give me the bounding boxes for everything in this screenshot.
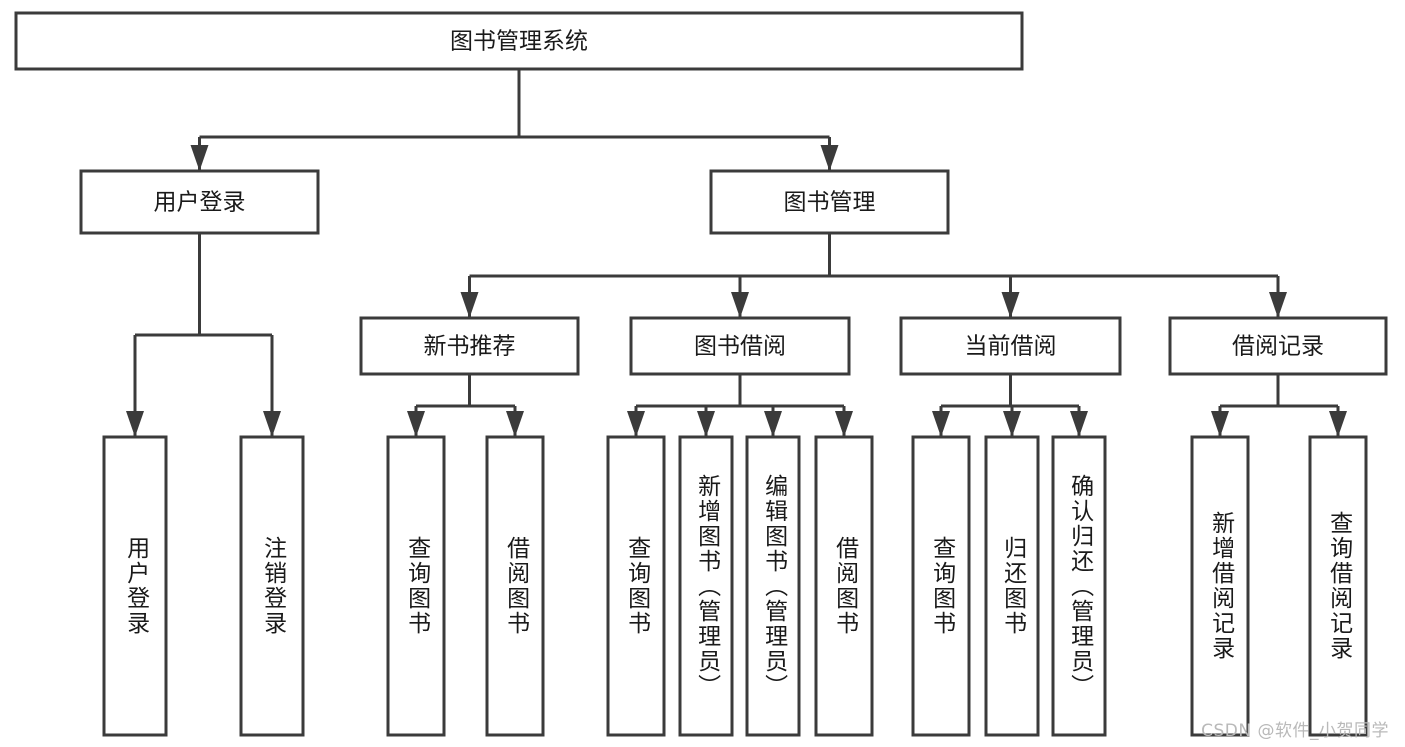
node-box-leaf-0	[102, 435, 168, 737]
node-box-level3-2	[899, 316, 1122, 376]
node-box-level3-3	[1168, 316, 1388, 376]
arrow-down-icon	[627, 411, 645, 437]
arrow-down-icon	[835, 411, 853, 437]
arrow-down-icon	[1329, 411, 1347, 437]
node-box-leaf-4	[606, 435, 666, 737]
node-box-leaf-1	[239, 435, 305, 737]
node-box-leaf-8	[911, 435, 971, 737]
node-box-leaf-5	[678, 435, 734, 737]
arrow-down-icon	[932, 411, 950, 437]
node-label-root: 图书管理系统	[450, 29, 588, 55]
watermark-text: CSDN @软件_小贺同学	[1201, 721, 1389, 741]
arrow-down-icon	[1070, 411, 1088, 437]
node-label-level3-1: 图书借阅	[694, 334, 786, 360]
arrow-down-icon	[697, 411, 715, 437]
arrow-down-icon	[460, 292, 479, 318]
arrow-down-icon	[263, 411, 281, 437]
node-box-leaf-11	[1190, 435, 1250, 737]
arrow-down-icon	[1269, 292, 1287, 318]
node-label-level2-0: 用户登录	[154, 190, 246, 216]
arrow-down-icon	[764, 411, 782, 437]
node-box-leaf-6	[745, 435, 801, 737]
arrow-down-icon	[731, 292, 749, 318]
node-box-leaf-3	[485, 435, 545, 737]
arrow-down-icon	[190, 145, 209, 171]
node-box-root	[14, 11, 1024, 71]
arrow-down-icon	[126, 411, 144, 437]
node-box-level2-0	[79, 169, 320, 235]
arrow-down-icon	[1211, 411, 1229, 437]
node-label-level3-3: 借阅记录	[1232, 334, 1324, 360]
arrow-down-icon	[820, 145, 839, 171]
node-label-level3-2: 当前借阅	[965, 334, 1057, 360]
node-box-leaf-2	[386, 435, 446, 737]
connectors-layer	[126, 69, 1347, 437]
node-box-leaf-12	[1308, 435, 1368, 737]
node-box-leaf-9	[984, 435, 1040, 737]
node-box-level3-1	[629, 316, 851, 376]
arrow-down-icon	[407, 411, 425, 437]
arrow-down-icon	[1001, 292, 1020, 318]
node-box-level3-0	[359, 316, 580, 376]
arrow-down-icon	[506, 411, 524, 437]
boxes-layer	[14, 11, 1388, 737]
node-box-leaf-7	[814, 435, 874, 737]
node-box-level2-1	[709, 169, 950, 235]
arrow-down-icon	[1003, 411, 1021, 437]
node-label-level2-1: 图书管理	[784, 190, 876, 216]
node-label-level3-0: 新书推荐	[424, 334, 516, 360]
node-box-leaf-10	[1051, 435, 1107, 737]
